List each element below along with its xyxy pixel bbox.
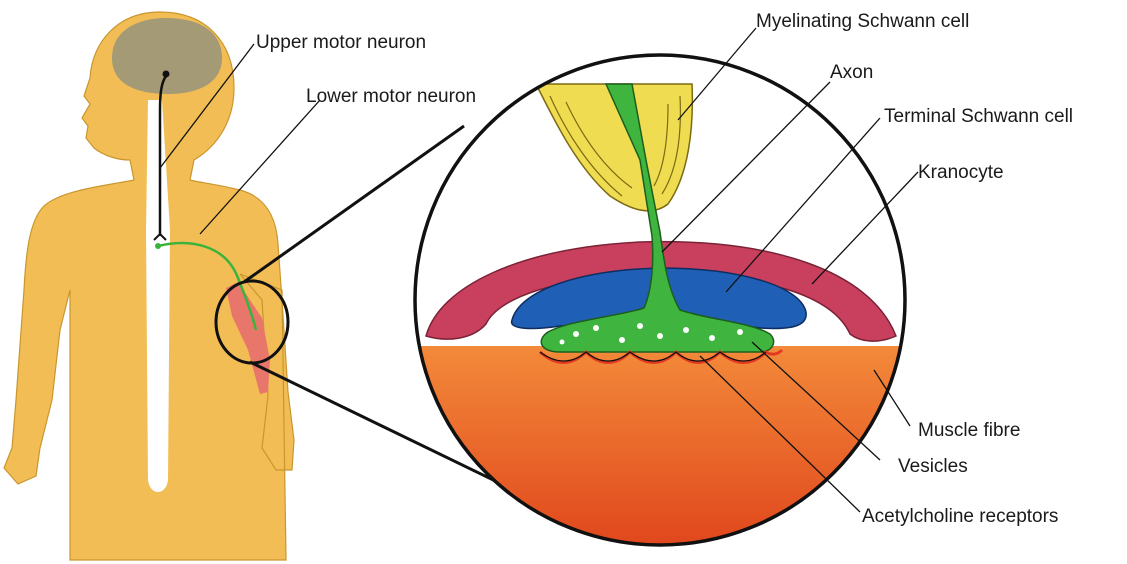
label-axon: Axon	[830, 62, 873, 83]
label-muscle-fibre: Muscle fibre	[918, 420, 1020, 441]
label-myelinating-schwann-cell: Myelinating Schwann cell	[756, 11, 969, 32]
label-upper-motor-neuron: Upper motor neuron	[256, 32, 426, 53]
upper-motor-neuron-soma	[163, 71, 170, 78]
label-terminal-schwann-cell: Terminal Schwann cell	[884, 106, 1073, 127]
label-acetylcholine-receptors: Acetylcholine receptors	[862, 506, 1058, 527]
lower-motor-neuron-soma	[155, 243, 161, 249]
label-vesicles: Vesicles	[898, 456, 968, 477]
brain	[112, 18, 222, 94]
label-kranocyte: Kranocyte	[918, 162, 1004, 183]
human-figure	[4, 12, 294, 560]
muscle-fibre-region	[410, 346, 910, 550]
label-lower-motor-neuron: Lower motor neuron	[306, 86, 476, 107]
